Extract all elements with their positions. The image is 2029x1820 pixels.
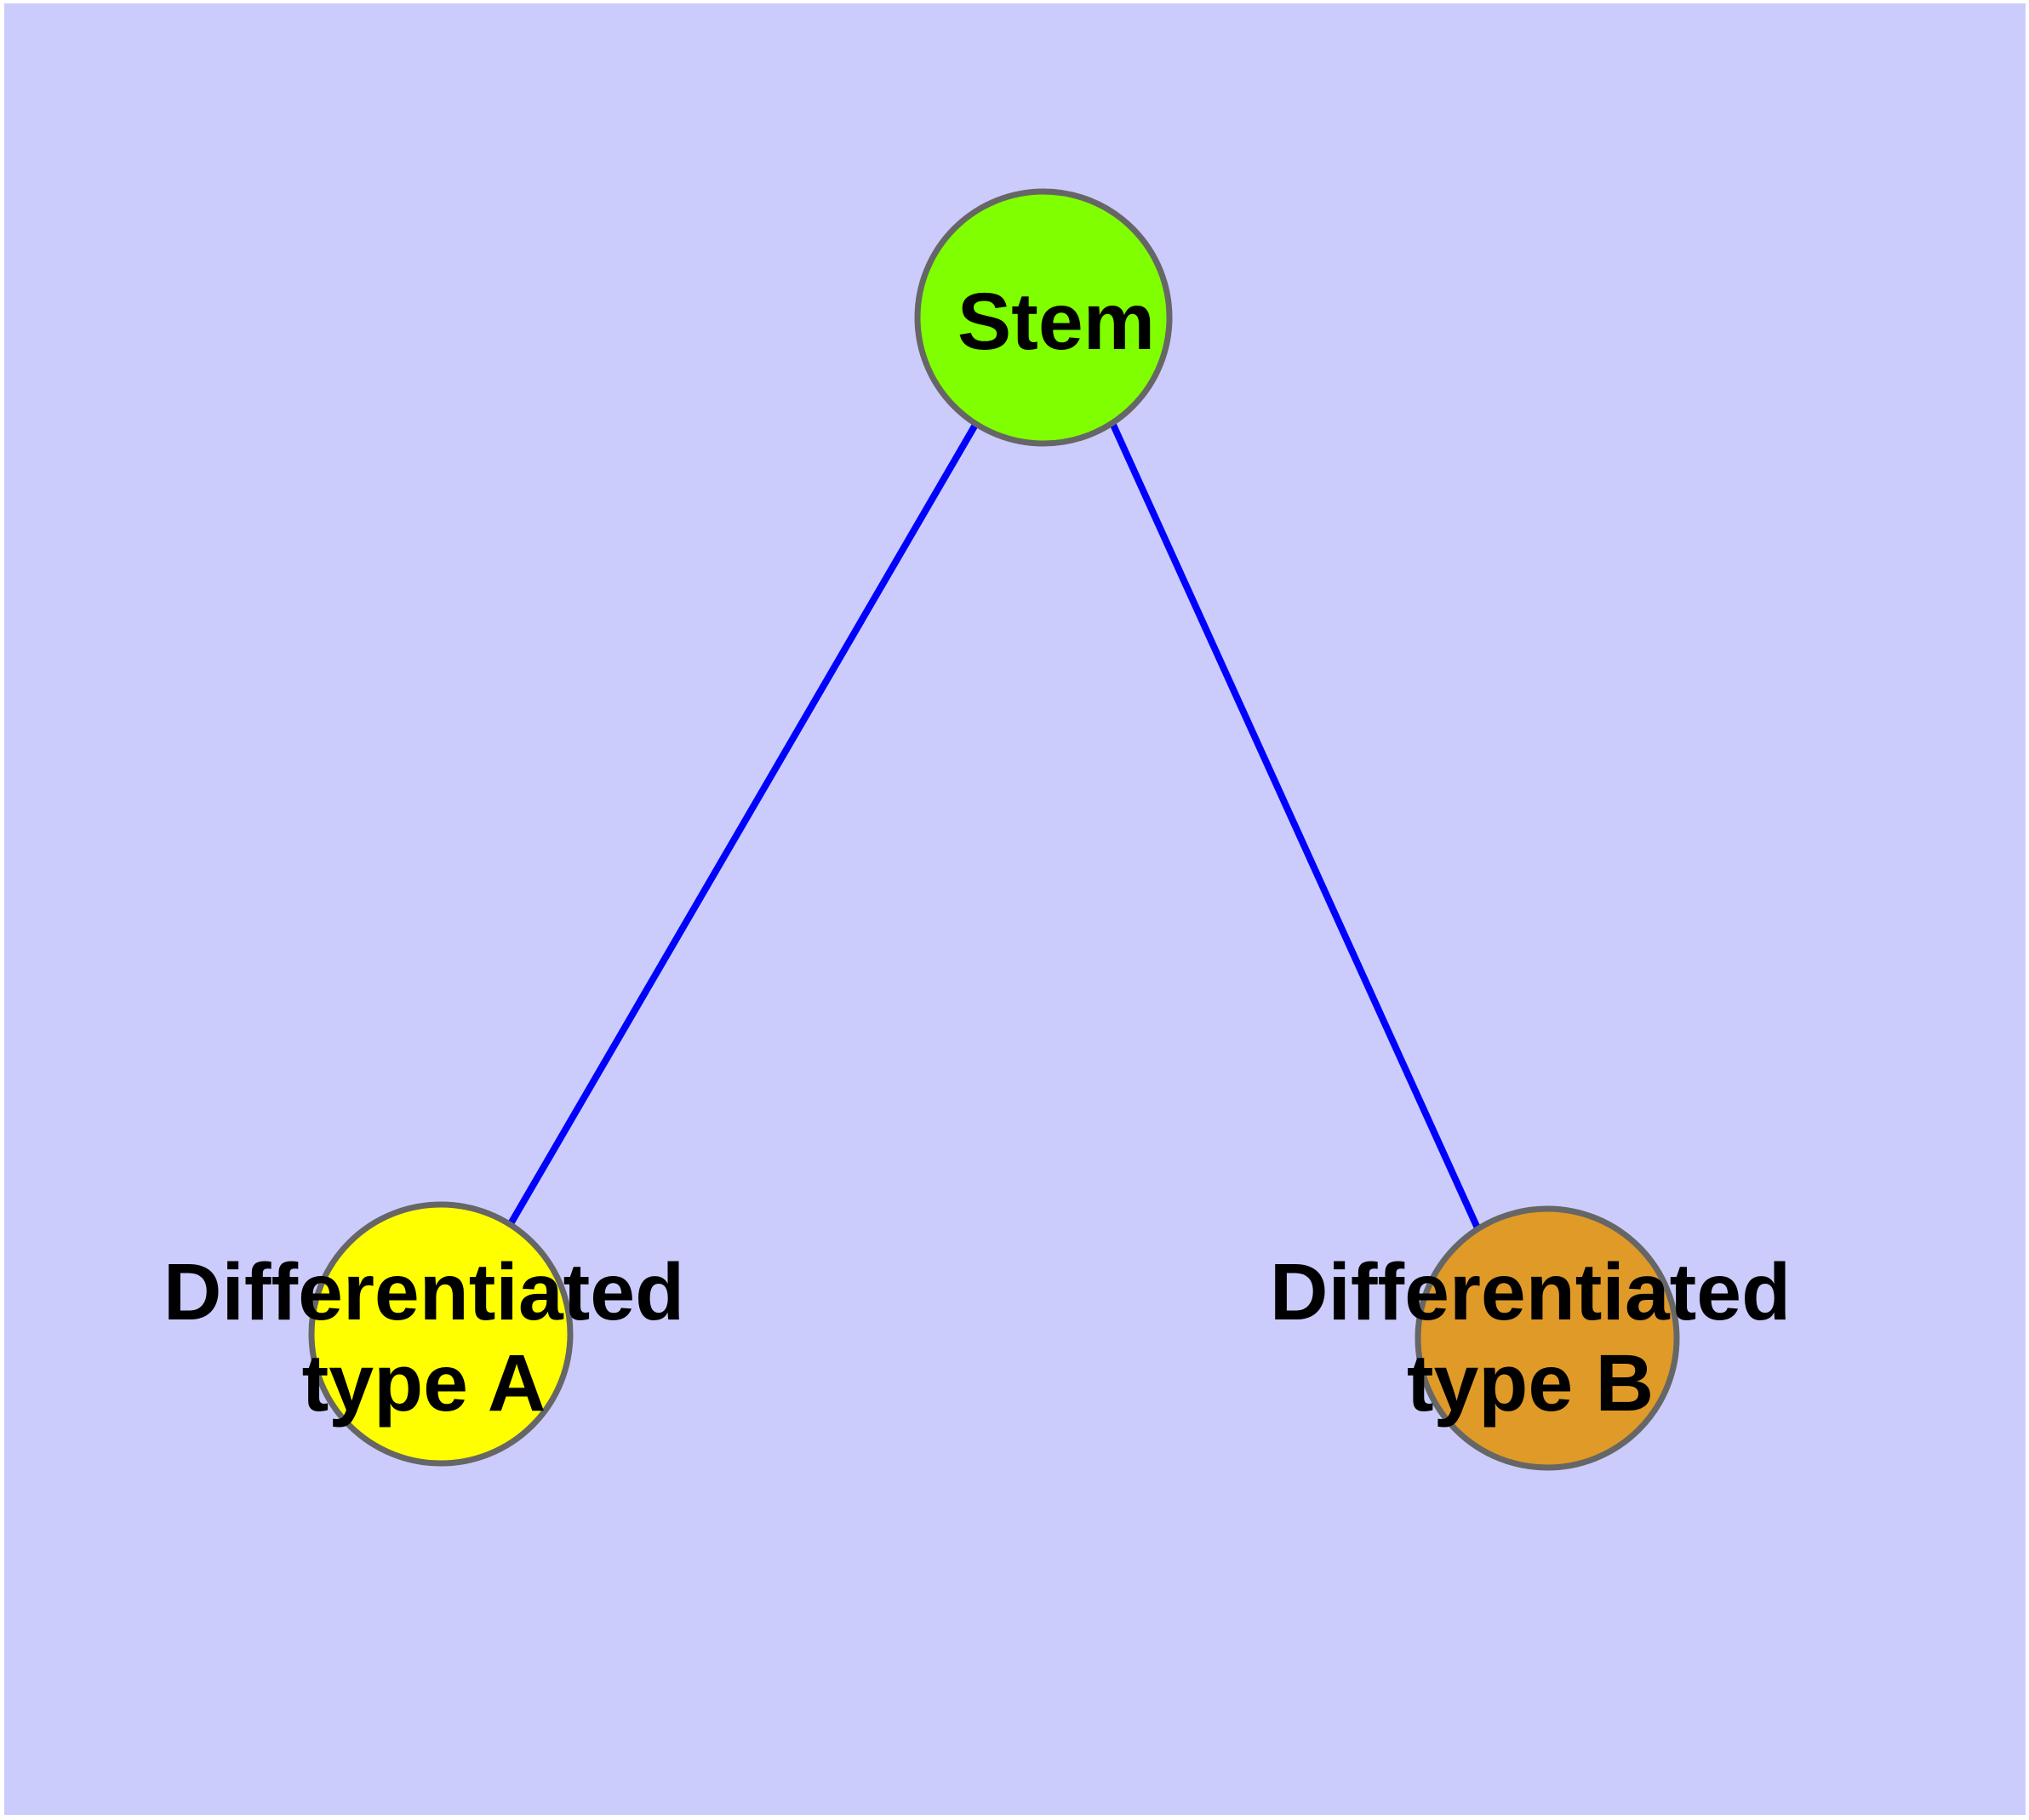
- graph-edge-stem-to-diff-b[interactable]: [1110, 423, 1483, 1233]
- node-label-line: Differentiated: [163, 1247, 684, 1337]
- nodes-layer: [308, 188, 1680, 1471]
- node-label-line: Stem: [957, 277, 1155, 367]
- graph-node-diff-a[interactable]: [308, 1201, 574, 1467]
- edges-layer: [506, 422, 1483, 1233]
- node-label-line: type B: [1407, 1338, 1654, 1428]
- graph-node-stem[interactable]: [914, 188, 1173, 447]
- node-label-line: type A: [302, 1338, 546, 1428]
- node-label-line: Differentiated: [1270, 1247, 1791, 1337]
- node-label-stem: Stem: [957, 277, 1155, 367]
- graph-node-diff-b[interactable]: [1415, 1205, 1680, 1471]
- graph-edge-stem-to-diff-a[interactable]: [506, 422, 979, 1229]
